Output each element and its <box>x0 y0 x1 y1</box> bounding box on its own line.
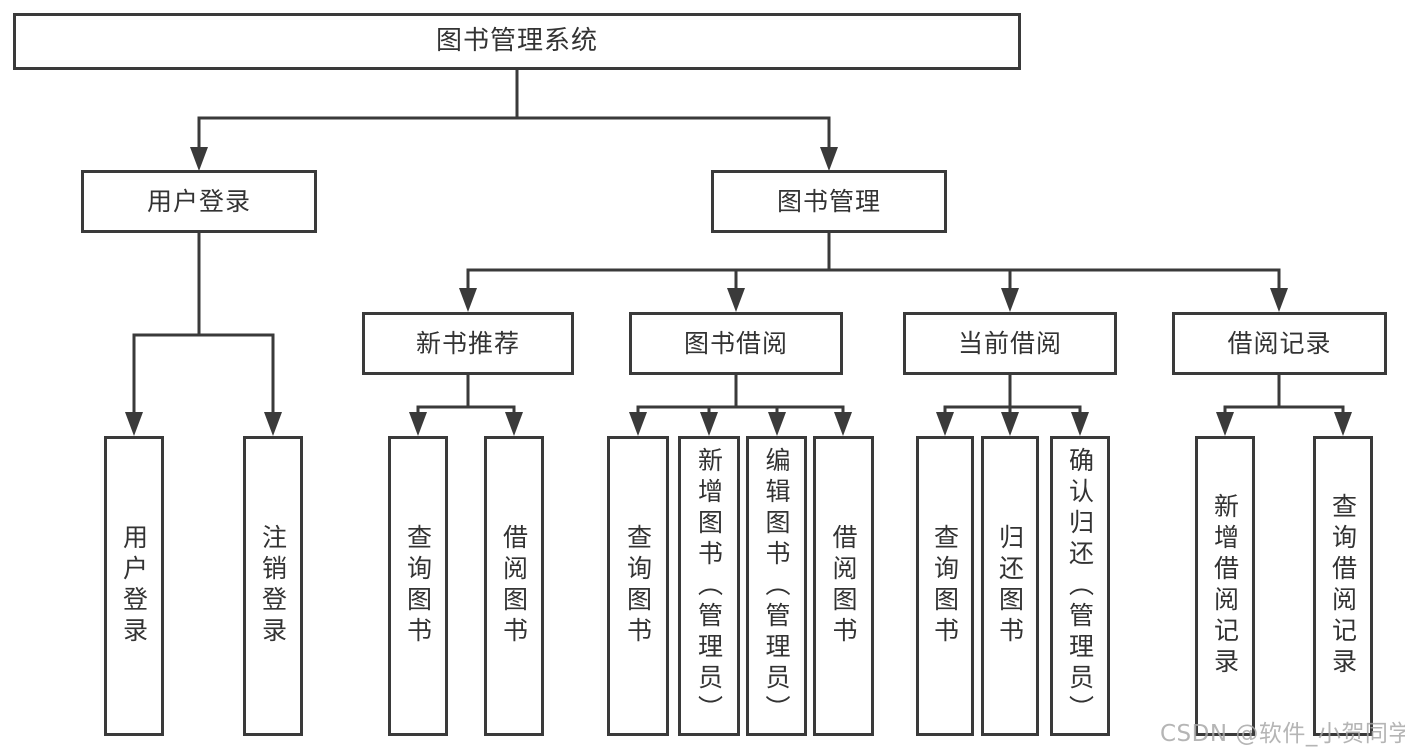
leaf-edit-books-admin: 编辑图书（管理员） <box>746 436 807 736</box>
connector-book-management-to-sections <box>459 231 1288 312</box>
node-book-management: 图书管理 <box>711 170 947 233</box>
leaf-query-books-recommend: 查询图书 <box>388 436 448 736</box>
leaf-borrow-books-recommend: 借阅图书 <box>484 436 544 736</box>
connector-root-to-branches <box>190 68 838 171</box>
csdn-watermark: CSDN @软件_小贺同学 <box>1160 721 1405 747</box>
connector-borrowing-records-to-leaves <box>1216 373 1352 436</box>
leaf-borrow-books: 借阅图书 <box>813 436 874 736</box>
node-user-login: 用户登录 <box>81 170 317 233</box>
connector-new-book-recommendation-to-leaves <box>409 373 523 436</box>
connector-user-login-to-leaves <box>125 231 282 436</box>
node-library-management-system: 图书管理系统 <box>13 13 1021 70</box>
node-current-borrowing: 当前借阅 <box>903 312 1117 375</box>
connector-current-borrowing-to-leaves <box>936 373 1089 436</box>
leaf-query-books-borrowing: 查询图书 <box>607 436 669 736</box>
node-new-book-recommendation: 新书推荐 <box>362 312 574 375</box>
node-book-borrowing: 图书借阅 <box>629 312 843 375</box>
node-borrowing-records: 借阅记录 <box>1172 312 1387 375</box>
leaf-add-borrow-record: 新增借阅记录 <box>1195 436 1255 736</box>
leaf-query-books-current: 查询图书 <box>916 436 974 736</box>
leaf-confirm-return-admin: 确认归还（管理员） <box>1050 436 1110 736</box>
leaf-query-borrow-record: 查询借阅记录 <box>1313 436 1373 736</box>
leaf-user-login: 用户登录 <box>104 436 164 736</box>
leaf-return-books: 归还图书 <box>981 436 1039 736</box>
leaf-logout: 注销登录 <box>243 436 303 736</box>
connector-book-borrowing-to-leaves <box>629 373 852 436</box>
leaf-add-books-admin: 新增图书（管理员） <box>678 436 740 736</box>
